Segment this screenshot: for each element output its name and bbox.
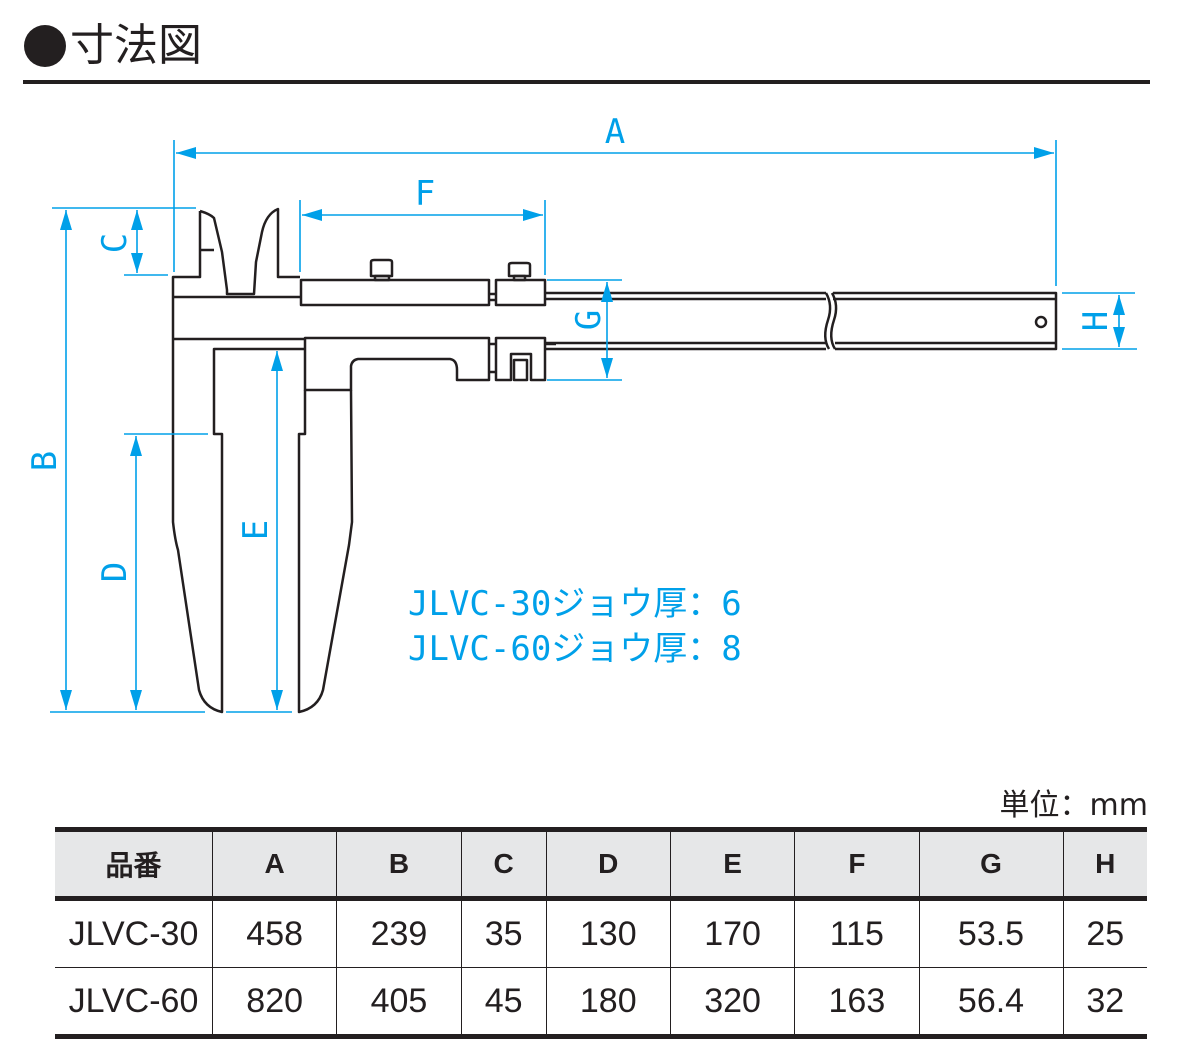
dimension-lines bbox=[50, 140, 1137, 713]
dim-label-A: A bbox=[605, 112, 625, 152]
caliper-dimension-drawing: A F B C D E G H bbox=[25, 112, 1137, 714]
beam-upper-left bbox=[545, 291, 826, 301]
cell-F: 115 bbox=[794, 898, 920, 968]
cell-C: 45 bbox=[460, 967, 547, 1037]
table-header-row: 品番 A B C D E F G H bbox=[55, 829, 1147, 899]
upper-fixed-jaw bbox=[199, 207, 300, 296]
dimension-table: 品番 A B C D E F G H JLVC-30 458 239 35 13… bbox=[55, 827, 1147, 1039]
bullet-icon bbox=[24, 25, 66, 67]
header-F: F bbox=[794, 829, 920, 899]
header-E: E bbox=[669, 829, 795, 899]
cell-A: 820 bbox=[211, 967, 337, 1037]
cell-D: 130 bbox=[545, 898, 671, 968]
cell-H: 25 bbox=[1062, 898, 1147, 968]
beam-line-upper-a bbox=[489, 292, 496, 302]
dim-label-C: C bbox=[95, 233, 135, 253]
beam-lower-left bbox=[545, 341, 826, 351]
cell-B: 239 bbox=[336, 898, 462, 968]
header-part-number: 品番 bbox=[105, 850, 162, 881]
beam-break-right bbox=[830, 292, 838, 350]
beam-hole bbox=[1034, 315, 1048, 329]
dim-label-G: G bbox=[569, 310, 609, 330]
table-row: JLVC-60 820 405 45 180 320 163 56.4 32 bbox=[55, 967, 1147, 1037]
dimension-letters: A F B C D E G H bbox=[25, 112, 1116, 582]
header-H: H bbox=[1062, 829, 1147, 899]
cell-E: 320 bbox=[669, 967, 795, 1037]
unit-label: 単位：mm bbox=[999, 788, 1148, 823]
title-divider bbox=[23, 80, 1150, 84]
cell-part-number: JLVC-30 bbox=[68, 914, 199, 953]
dim-label-D: D bbox=[95, 562, 135, 582]
page-title-text: 寸法図 bbox=[70, 20, 202, 71]
table-row: JLVC-30 458 239 35 130 170 115 53.5 25 bbox=[55, 898, 1147, 968]
fine-adjust-knob bbox=[512, 358, 529, 382]
cell-part-number: JLVC-60 bbox=[68, 981, 199, 1020]
fixed-jaw-body bbox=[171, 211, 304, 714]
cell-D: 180 bbox=[545, 967, 671, 1037]
dim-label-F: F bbox=[415, 174, 435, 214]
cell-C: 35 bbox=[460, 898, 547, 968]
dim-label-B: B bbox=[25, 451, 65, 471]
jaw-thickness-note-30: JLVC-30ジョウ厚：6 bbox=[408, 584, 742, 624]
beam-break-left bbox=[824, 292, 832, 350]
slider-lower-block bbox=[303, 336, 491, 392]
locking-screw-1 bbox=[369, 258, 394, 278]
locking-screw-2-neck bbox=[512, 274, 527, 282]
moving-jaw bbox=[297, 389, 354, 714]
cell-E: 170 bbox=[669, 898, 795, 968]
beam-right bbox=[833, 291, 1058, 351]
cell-A: 458 bbox=[211, 898, 337, 968]
jaw-thickness-note-60: JLVC-60ジョウ厚：8 bbox=[408, 629, 742, 669]
header-C: C bbox=[460, 829, 547, 899]
cell-H: 32 bbox=[1062, 967, 1147, 1037]
cell-F: 163 bbox=[794, 967, 920, 1037]
locking-screw-2 bbox=[507, 261, 532, 278]
header-D: D bbox=[545, 829, 671, 899]
cell-G: 53.5 bbox=[918, 898, 1064, 968]
slider-upper-block bbox=[299, 278, 491, 307]
caliper-outline bbox=[171, 207, 1058, 714]
dim-label-H: H bbox=[1076, 311, 1116, 331]
header-B: B bbox=[336, 829, 462, 899]
locking-screw-1-neck bbox=[373, 274, 391, 282]
header-A: A bbox=[211, 829, 337, 899]
header-G: G bbox=[918, 829, 1064, 899]
cell-B: 405 bbox=[336, 967, 462, 1037]
cell-G: 56.4 bbox=[918, 967, 1064, 1037]
dim-label-E: E bbox=[236, 520, 276, 540]
page-title: 寸法図 bbox=[24, 18, 202, 74]
clamp-block bbox=[494, 278, 547, 307]
fine-adjust-block bbox=[494, 336, 547, 382]
